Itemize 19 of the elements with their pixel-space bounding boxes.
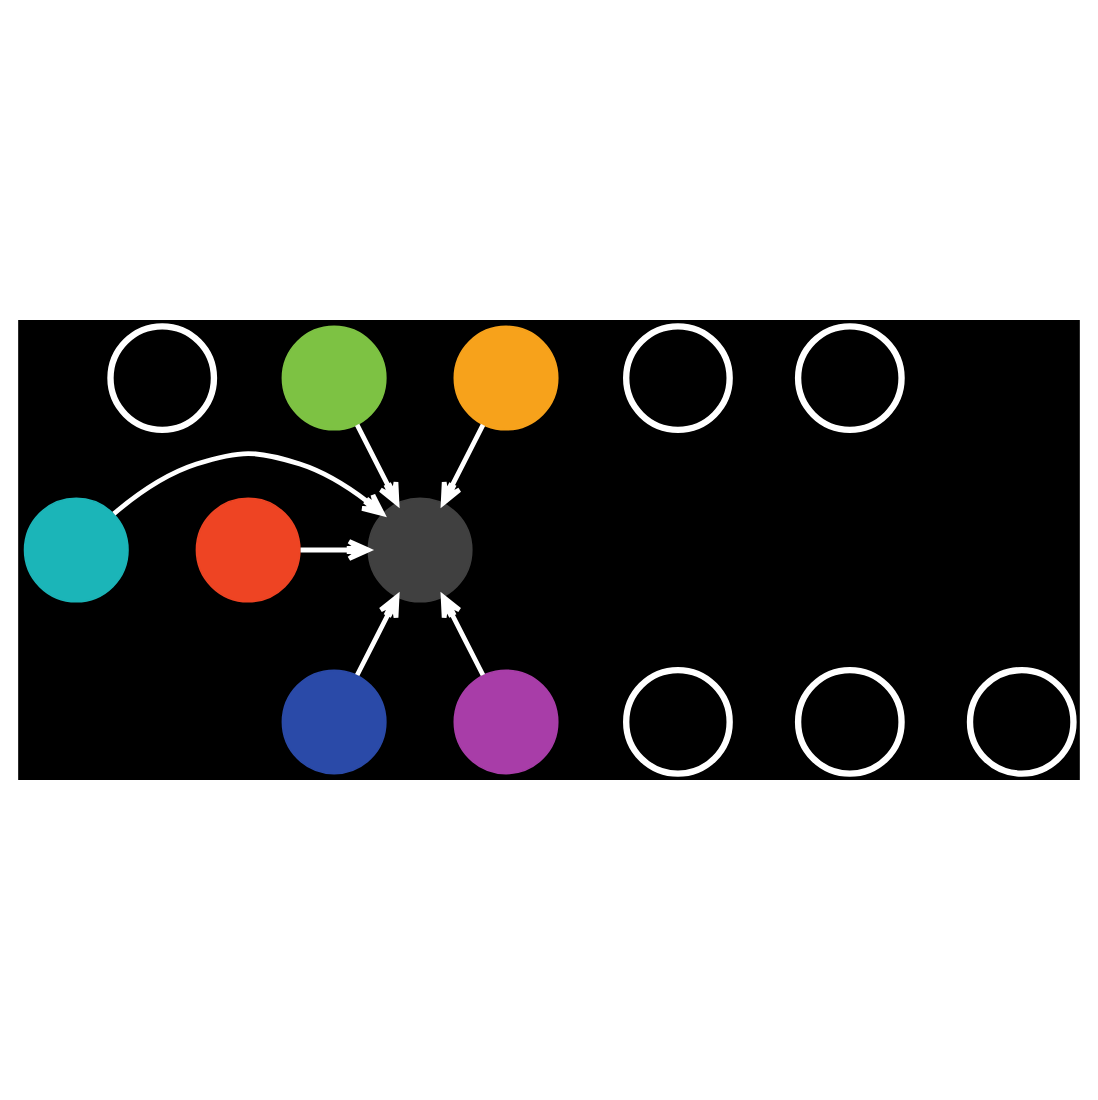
node-circle	[453, 669, 559, 775]
arrow	[440, 423, 486, 506]
arrow	[355, 594, 400, 677]
node-circle	[794, 323, 905, 433]
node-circle	[966, 667, 1077, 777]
node-circle	[281, 669, 387, 775]
node-circle	[623, 323, 733, 433]
node-circle	[623, 667, 733, 777]
node-circle	[794, 667, 905, 777]
arrow	[355, 423, 400, 506]
arrow	[440, 594, 486, 677]
node-circle	[453, 325, 559, 431]
node-circle	[23, 497, 129, 603]
node-circle	[195, 497, 301, 603]
node-circle	[107, 323, 218, 433]
node-circle	[281, 325, 387, 431]
node-circle	[367, 497, 473, 603]
arrow	[300, 539, 371, 561]
arrow	[112, 451, 385, 517]
